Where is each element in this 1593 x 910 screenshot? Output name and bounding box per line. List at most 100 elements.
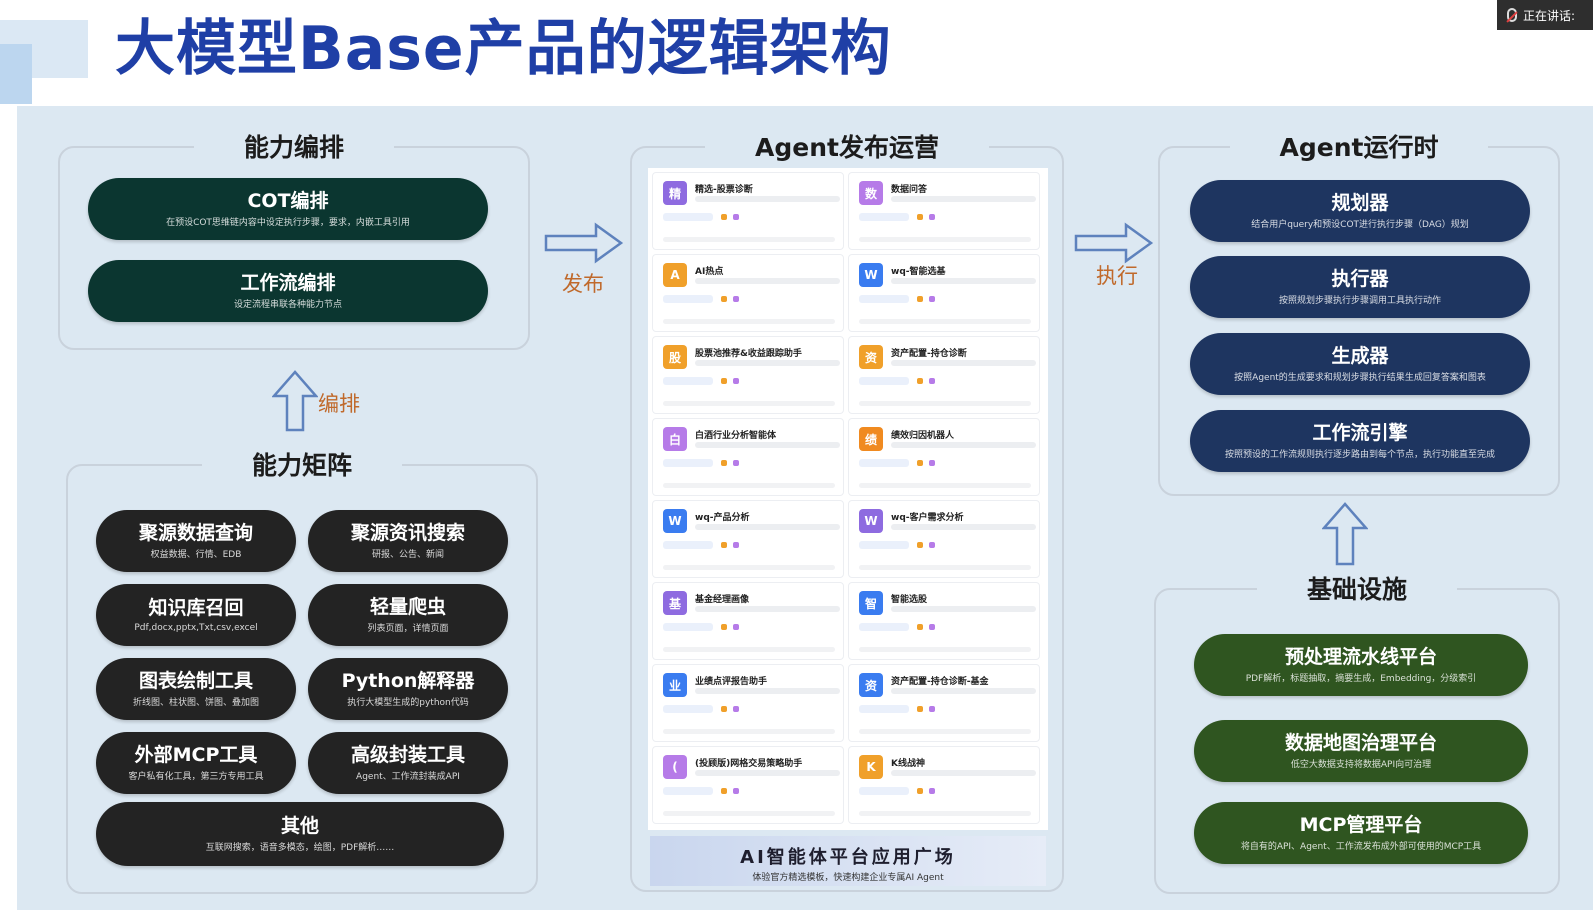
agent-card-name: 资产配置-持仓诊断-基金 (891, 677, 989, 687)
agent-card[interactable]: ( (投顾版)网格交易策略助手 (652, 746, 844, 824)
agent-avatar-icon: 股 (663, 345, 687, 369)
publish-arrow-label: 发布 (562, 272, 604, 296)
node-title: 工作流编排 (240, 271, 336, 294)
capability-node: Python解释器 执行大模型生成的python代码 (308, 658, 508, 720)
capability-node: 聚源数据查询 权益数据、行情、EDB (96, 510, 296, 572)
banner-subtitle: 体验官方精选模板，快速构建企业专属AI Agent (752, 873, 944, 883)
agent-card-desc-placeholder (891, 278, 1036, 284)
node-subtitle: 互联网搜索，语音多模态，绘图，PDF解析…… (205, 843, 395, 854)
node-subtitle: 在预设COT思维链内容中设定执行步骤，要求，内嵌工具引用 (166, 218, 410, 229)
agent-avatar-icon: K (859, 755, 883, 779)
up-arrow-icon (272, 370, 318, 432)
agent-card[interactable]: 业业绩点评报告助手 (652, 664, 844, 742)
agent-card-tag-placeholder (663, 787, 713, 795)
agent-card-name: 股票池推荐&收益跟踪助手 (695, 349, 802, 359)
node-subtitle: 客户私有化工具，第三方专用工具 (128, 772, 264, 783)
node-subtitle: Agent、工作流封装成API (356, 772, 460, 783)
agent-avatar-icon: 业 (663, 673, 687, 697)
agent-card[interactable]: 智智能选股 (848, 582, 1040, 660)
agent-card-dot2-placeholder (733, 460, 739, 466)
agent-card-desc-placeholder (695, 606, 840, 612)
corner-decoration (0, 44, 32, 104)
agent-card-foot-placeholder (663, 729, 835, 734)
agent-card-foot-placeholder (663, 319, 835, 324)
agent-card-dot2-placeholder (733, 788, 739, 794)
preprocess-pipeline-node: 预处理流水线平台 PDF解析，标题抽取，摘要生成，Embedding，分级索引 (1194, 634, 1528, 696)
agent-card-desc-placeholder (695, 278, 840, 284)
agent-card-name: wq-智能选基 (891, 267, 946, 277)
agent-card-dot1-placeholder (917, 378, 923, 384)
agent-card[interactable]: A AI热点 (652, 254, 844, 332)
agent-card-tag-placeholder (859, 787, 909, 795)
agent-card-name: 白酒行业分析智能体 (695, 431, 777, 441)
agent-card-dot2-placeholder (929, 788, 935, 794)
agent-card-dot1-placeholder (917, 542, 923, 548)
node-subtitle: 按照规划步骤执行步骤调用工具执行动作 (1278, 296, 1441, 307)
data-map-governance-node: 数据地图治理平台 低空大数据支持将数据API向可治理 (1194, 720, 1528, 782)
agent-card[interactable]: 绩绩效归因机器人 (848, 418, 1040, 496)
agent-card-foot-placeholder (859, 811, 1031, 816)
agent-card-dot2-placeholder (733, 624, 739, 630)
agent-avatar-icon: A (663, 263, 687, 287)
agent-avatar-icon: 资 (859, 345, 883, 369)
agent-card-name: 智能选股 (891, 595, 928, 605)
speaking-indicator[interactable]: 正在讲话: (1497, 0, 1593, 30)
node-subtitle: 权益数据、行情、EDB (150, 550, 242, 561)
agent-card-name: (投顾版)网格交易策略助手 (695, 759, 803, 769)
agent-card-tag-placeholder (663, 705, 713, 713)
node-subtitle: PDF解析，标题抽取，摘要生成，Embedding，分级索引 (1245, 674, 1477, 685)
agent-card-name: wq-客户需求分析 (891, 513, 964, 523)
agent-card-name: 数据问答 (891, 185, 928, 195)
agent-card-foot-placeholder (859, 483, 1031, 488)
agent-card-dot2-placeholder (929, 542, 935, 548)
agent-card-dot2-placeholder (733, 296, 739, 302)
node-title: Python解释器 (341, 669, 475, 692)
agent-card-tag-placeholder (859, 623, 909, 631)
agent-card-dot1-placeholder (917, 788, 923, 794)
agent-card-desc-placeholder (695, 770, 840, 776)
mcp-management-node: MCP管理平台 将自有的API、Agent、工作流发布成外部可使用的MCP工具 (1194, 802, 1528, 864)
agent-card[interactable]: 股股票池推荐&收益跟踪助手 (652, 336, 844, 414)
agent-card[interactable]: 基基金经理画像 (652, 582, 844, 660)
node-title: 其他 (280, 814, 319, 837)
agent-card-foot-placeholder (663, 483, 835, 488)
agent-card[interactable]: 精精选-股票诊断 (652, 172, 844, 250)
agent-card-desc-placeholder (891, 770, 1036, 776)
node-title: 数据地图治理平台 (1284, 731, 1437, 754)
agent-avatar-icon: W (859, 509, 883, 533)
agent-card-dot1-placeholder (721, 296, 727, 302)
agent-card[interactable]: 白白酒行业分析智能体 (652, 418, 844, 496)
agent-card-foot-placeholder (859, 237, 1031, 242)
node-subtitle: 研报、公告、新闻 (371, 550, 444, 561)
agent-card[interactable]: 数数据问答 (848, 172, 1040, 250)
agent-avatar-icon: ( (663, 755, 687, 779)
agent-card-name: 基金经理画像 (695, 595, 750, 605)
agent-card-dot1-placeholder (721, 624, 727, 630)
node-subtitle: Pdf,docx,pptx,Txt,csv,excel (134, 622, 258, 633)
agent-card-name: 绩效归因机器人 (891, 431, 955, 441)
app-square-banner[interactable]: AI智能体平台应用广场 体验官方精选模板，快速构建企业专属AI Agent (650, 836, 1046, 886)
agent-card[interactable]: 资资产配置-持仓诊断-基金 (848, 664, 1040, 742)
agent-card-tag-placeholder (859, 213, 909, 221)
node-subtitle: 将自有的API、Agent、工作流发布成外部可使用的MCP工具 (1240, 842, 1482, 853)
node-title: 高级封装工具 (350, 743, 465, 766)
agent-avatar-icon: 绩 (859, 427, 883, 451)
agent-card-foot-placeholder (859, 729, 1031, 734)
agent-avatar-icon: 精 (663, 181, 687, 205)
agent-card[interactable]: 资资产配置-持仓诊断 (848, 336, 1040, 414)
node-subtitle: 设定流程串联各种能力节点 (233, 300, 342, 311)
node-subtitle: 执行大模型生成的python代码 (347, 698, 469, 709)
node-title: 外部MCP工具 (134, 743, 258, 766)
workflow-engine-node: 工作流引擎 按照预设的工作流规则执行逐步路由到每个节点，执行功能直至完成 (1190, 410, 1530, 472)
page-title: 大模型Base产品的逻辑架构 (115, 14, 892, 84)
agent-card-dot1-placeholder (917, 706, 923, 712)
agent-card-name: AI热点 (695, 267, 724, 277)
node-subtitle: 低空大数据支持将数据API向可治理 (1290, 760, 1432, 771)
node-title: COT编排 (247, 189, 329, 212)
orchestrate-arrow-label: 编排 (318, 392, 360, 416)
agent-card-foot-placeholder (859, 647, 1031, 652)
